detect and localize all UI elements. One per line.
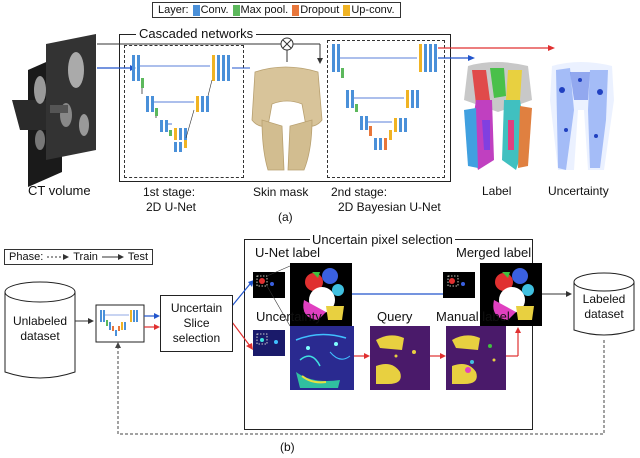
stage2-box [327,40,445,178]
uncertainty-thumbnail [253,330,285,356]
legend-item-upconv: Up-conv. [343,4,395,16]
panel-a-graphics [12,34,614,187]
layer-legend: Layer: Conv. Max pool. Dropout Up-conv. [152,2,401,18]
legend-item-conv: Conv. [192,4,229,16]
panel-a-caption: (a) [278,210,293,224]
stage2-unet [332,44,437,150]
labeled-dataset-label: Labeled dataset [582,292,626,321]
stage2-sub-label: 2D Bayesian U-Net [338,200,441,214]
slice-selection-line3: selection [172,331,221,345]
uncertainty-output-label: Uncertainty [548,184,609,198]
stage1-box [124,45,244,178]
unet-label-image [290,263,352,326]
legend-item-dropout: Dropout [292,4,339,16]
solid-arrow-icon [101,254,124,260]
pixel-selection-title: Uncertain pixel selection [310,232,455,247]
label-image [464,62,532,170]
stage2-label: 2nd stage: [331,185,388,199]
legend-title: Layer: [158,4,189,16]
ct-volume-label: CT volume [28,183,91,198]
cascaded-networks-title: Cascaded networks [136,27,257,41]
legend-item-maxpool: Max pool. [232,4,288,16]
uncertainty-map-image [290,326,354,390]
phase-train-label: Train [73,251,98,263]
panel-b-caption: (b) [280,440,295,454]
merged-label-title: Merged label [456,245,532,260]
cascaded-networks-box [119,34,451,182]
labeled-dataset-cylinder [573,272,635,336]
query-title: Query [377,309,413,324]
stage1-sub-label: 2D U-Net [146,200,197,214]
manual-label-title: Manual label [436,309,510,324]
uncertain-slice-selection-box: Uncertain Slice selection [160,295,233,352]
phase-test-label: Test [127,251,149,263]
manual-label-image [446,326,506,390]
slice-selection-line2: Slice [183,316,210,330]
uncertainty-title: Uncertainty [256,309,322,324]
small-unet-icon [100,310,138,336]
merged-label-image [480,263,542,326]
slice-selection-line1: Uncertain [170,301,223,315]
skin-mask-label: Skin mask [253,185,309,199]
ct-volume-image [12,34,96,187]
phase-title: Phase: [9,251,44,263]
unet-label-title: U-Net label [255,245,321,260]
phase-legend: Phase: Train Test [4,249,154,265]
stage1-label: 1st stage: [143,185,196,199]
unet-label-thumbnail [253,265,291,327]
unlabeled-dataset-cylinder [4,281,76,379]
uncertainty-image [550,62,614,170]
skin-mask-image [251,66,323,171]
merged-label-thumbnail [443,272,475,298]
query-image [370,326,430,390]
dashed-arrow-icon [47,254,70,260]
unlabeled-dataset-label: Unlabeled dataset [12,314,68,343]
stage1-unet [132,55,230,152]
label-output-label: Label [482,184,512,198]
